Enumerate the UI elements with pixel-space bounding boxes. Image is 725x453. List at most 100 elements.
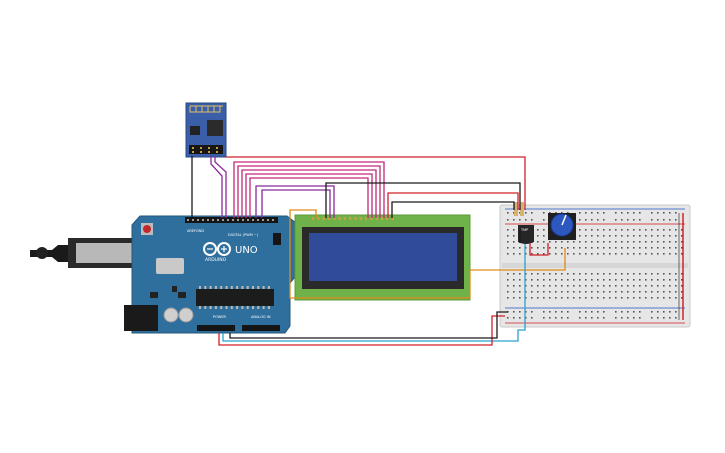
lcd-pin — [370, 217, 373, 220]
terminal-hole — [537, 253, 539, 255]
wire-power-top[interactable] — [226, 156, 526, 210]
wire-wifi-rx[interactable] — [214, 156, 227, 218]
wire-5v-bottom[interactable] — [218, 315, 505, 346]
terminal-hole — [627, 291, 629, 293]
terminal-hole — [657, 229, 659, 231]
rail-hole — [615, 311, 617, 313]
wire-lcd-e[interactable] — [255, 185, 335, 218]
terminal-hole — [627, 273, 629, 275]
reset-button[interactable] — [143, 225, 151, 233]
rail-hole — [639, 311, 641, 313]
terminal-hole — [543, 279, 545, 281]
wifi-module-esp8266[interactable] — [185, 102, 227, 158]
wire-lcd-d5[interactable] — [241, 169, 377, 218]
breadboard[interactable] — [499, 204, 691, 328]
digital-header-pins — [187, 219, 274, 221]
rail-hole — [639, 219, 641, 221]
terminal-hole — [663, 241, 665, 243]
terminal-hole — [579, 291, 581, 293]
rail-hole — [669, 212, 671, 214]
lcd-screen — [309, 233, 457, 281]
terminal-hole — [663, 253, 665, 255]
rail-hole — [591, 219, 593, 221]
terminal-hole — [633, 235, 635, 237]
header-pin — [257, 219, 259, 221]
wire-gnd-lcd[interactable] — [325, 182, 521, 218]
lcd-pin — [312, 217, 315, 220]
terminal-hole — [615, 241, 617, 243]
terminal-hole — [633, 279, 635, 281]
terminal-hole — [681, 297, 683, 299]
power-jack — [124, 305, 158, 331]
wires — [191, 156, 566, 346]
lcd-pin — [391, 217, 394, 220]
wire-analog-sensor[interactable] — [222, 244, 526, 342]
wire-contrast[interactable] — [289, 209, 566, 299]
wire-gnd-lcd-k[interactable] — [391, 201, 515, 218]
terminal-hole — [555, 247, 557, 249]
rail-hole — [657, 317, 659, 319]
terminal-hole — [675, 247, 677, 249]
terminal-hole — [621, 229, 623, 231]
chip-pin — [246, 306, 249, 309]
terminal-hole — [579, 241, 581, 243]
rail-hole — [519, 317, 521, 319]
wire-lcd-d4[interactable] — [245, 173, 373, 218]
terminal-hole — [615, 235, 617, 237]
rail-hole — [519, 219, 521, 221]
terminal-hole — [525, 279, 527, 281]
terminal-hole — [651, 253, 653, 255]
terminal-hole — [669, 229, 671, 231]
terminal-hole — [657, 241, 659, 243]
terminal-hole — [519, 279, 521, 281]
lcd-pin — [365, 217, 368, 220]
terminal-hole — [513, 279, 515, 281]
rail-hole — [513, 317, 515, 319]
terminal-hole — [507, 253, 509, 255]
terminal-hole — [543, 285, 545, 287]
potentiometer[interactable] — [548, 213, 576, 240]
wire-wifi-tx[interactable] — [210, 156, 223, 218]
terminal-hole — [573, 253, 575, 255]
header-pin — [202, 219, 204, 221]
wire-lcd-extra[interactable] — [249, 177, 369, 218]
terminal-hole — [651, 229, 653, 231]
terminal-hole — [639, 273, 641, 275]
wire-vcc-lcd[interactable] — [387, 192, 519, 218]
wire-lcd-rs[interactable] — [261, 189, 331, 218]
terminal-hole — [639, 235, 641, 237]
arduino-uno-board[interactable]: UNO ARDUINO DIGITAL (PWM ~) AREF GND POW… — [30, 215, 297, 334]
terminal-hole — [555, 241, 557, 243]
wire-lcd-d7[interactable] — [233, 161, 385, 218]
terminal-hole — [651, 235, 653, 237]
wire-sensor-power[interactable] — [529, 243, 549, 256]
terminal-hole — [639, 297, 641, 299]
tmp-sensor-body — [518, 225, 534, 244]
terminal-hole — [543, 253, 545, 255]
rail-hole — [525, 219, 527, 221]
power-header[interactable] — [197, 325, 235, 331]
lcd-16x2[interactable] — [294, 214, 471, 301]
wire-lcd-d6[interactable] — [237, 165, 381, 218]
terminal-hole — [513, 253, 515, 255]
digital-label: DIGITAL (PWM ~) — [228, 233, 259, 237]
tmp-sensor-label: TMP — [520, 228, 528, 232]
terminal-hole — [537, 247, 539, 249]
terminal-hole — [555, 297, 557, 299]
rail-hole — [543, 317, 545, 319]
lcd-pin — [359, 217, 362, 220]
temperature-sensor[interactable]: TMP — [514, 202, 534, 244]
analog-header[interactable] — [242, 325, 280, 331]
terminal-hole — [621, 273, 623, 275]
terminal-hole — [609, 247, 611, 249]
rail-hole — [513, 212, 515, 214]
digital-header[interactable] — [185, 217, 278, 223]
terminal-hole — [609, 241, 611, 243]
rail-hole — [585, 311, 587, 313]
wire-gnd-bottom[interactable] — [229, 311, 508, 339]
terminal-hole — [597, 291, 599, 293]
rail-hole — [627, 212, 629, 214]
capacitor-2 — [178, 307, 194, 323]
terminal-hole — [669, 291, 671, 293]
rail-hole — [585, 212, 587, 214]
